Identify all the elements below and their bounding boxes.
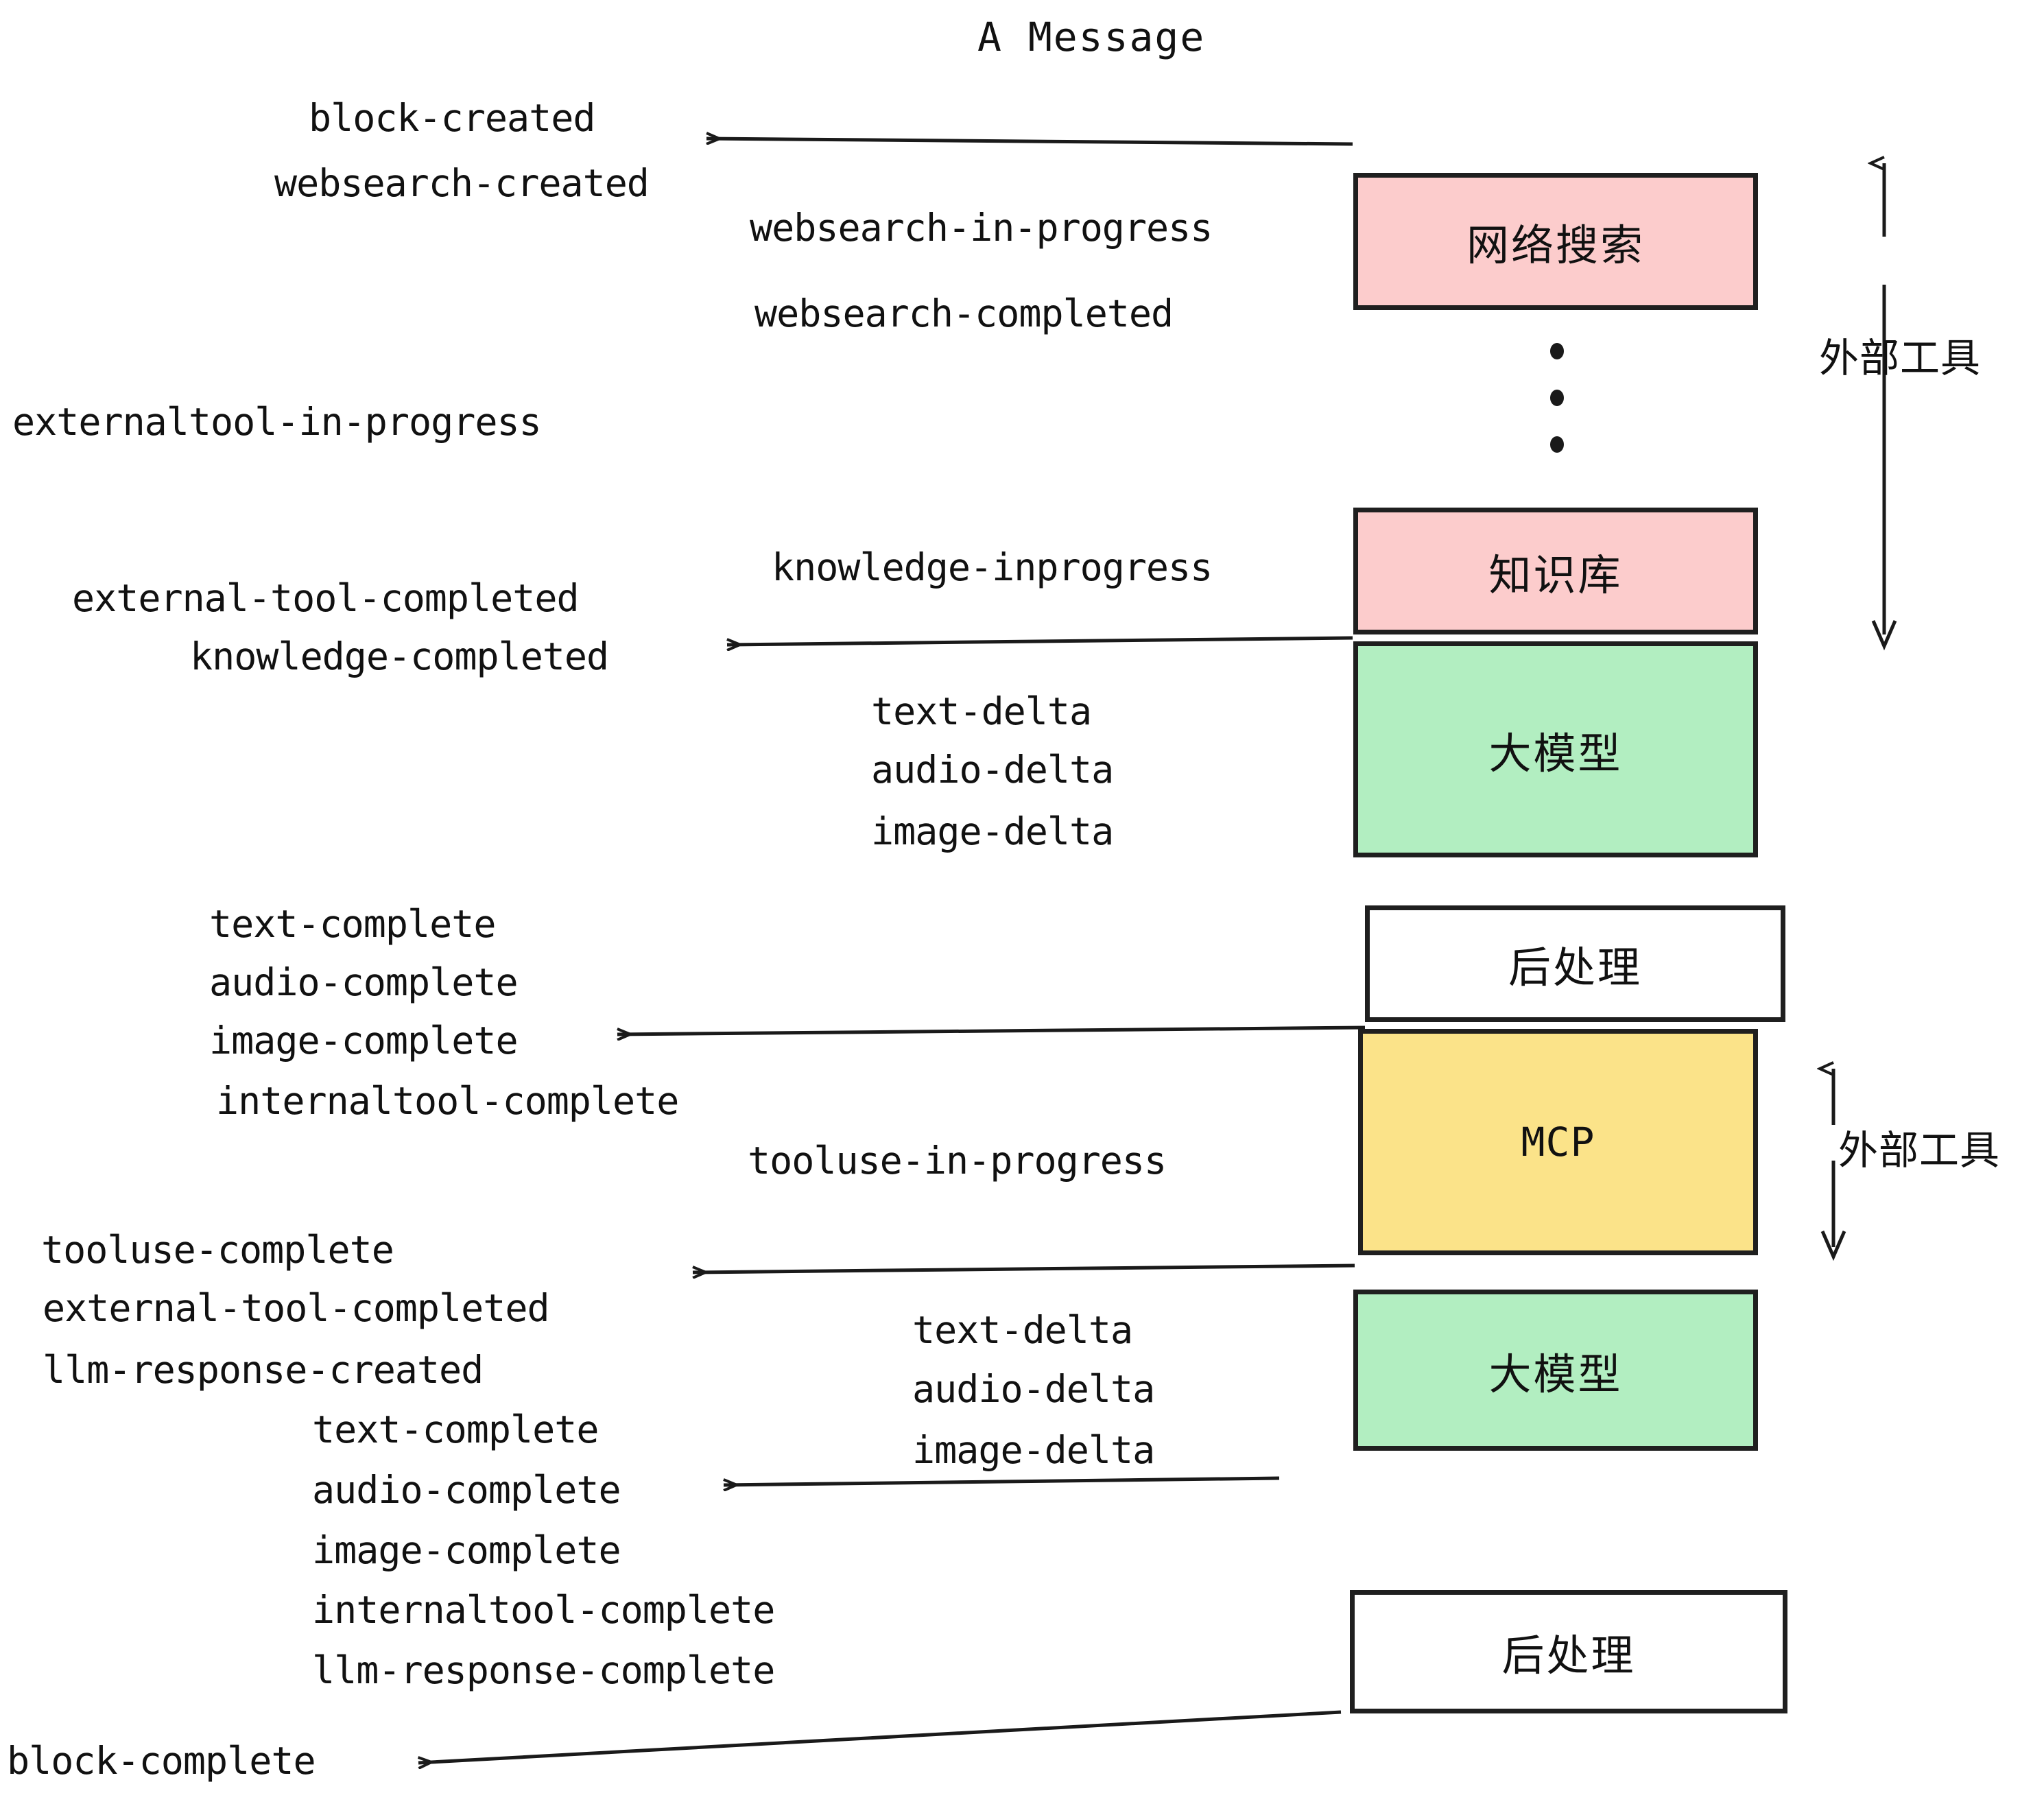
event-llm-response-created: llm-response-created: [43, 1348, 484, 1392]
event-internaltool-complete-2: internaltool-complete: [312, 1588, 775, 1632]
event-audio-complete-2: audio-complete: [312, 1468, 621, 1512]
dot-2: [1550, 390, 1564, 406]
arrowhead-external-tools-top-down: [1871, 620, 1897, 651]
event-audio-delta-1: audio-delta: [871, 748, 1114, 792]
event-text-delta-1: text-delta: [871, 689, 1092, 733]
event-image-complete-1: image-complete: [209, 1019, 519, 1063]
event-tooluse-in-progress: tooluse-in-progress: [748, 1139, 1167, 1183]
dot-1: [1550, 343, 1564, 359]
box-mcp[interactable]: MCP: [1358, 1029, 1758, 1255]
ellipsis-dots: [1549, 343, 1565, 453]
event-external-tool-completed-1: external-tool-completed: [72, 576, 580, 620]
box-llm-top-label: 大模型: [1488, 728, 1623, 779]
arrow-llm-to-audio-complete: [724, 1476, 1280, 1485]
page-title: A Message: [977, 14, 1206, 60]
arrow-postprocess-to-image-complete: [617, 1025, 1366, 1034]
box-websearch-label: 网络搜索: [1466, 220, 1645, 270]
event-websearch-in-progress: websearch-in-progress: [750, 206, 1213, 250]
box-knowledge-label: 知识库: [1488, 549, 1623, 600]
event-audio-delta-2: audio-delta: [912, 1367, 1155, 1411]
event-image-delta-1: image-delta: [871, 809, 1114, 853]
event-external-tool-completed-2: external-tool-completed: [43, 1286, 550, 1330]
box-postprocess-top[interactable]: 后处理: [1365, 905, 1785, 1022]
event-block-complete: block-complete: [7, 1739, 316, 1783]
arrow-knowledge-to-completed: [727, 636, 1353, 645]
box-llm-bottom[interactable]: 大模型: [1353, 1290, 1758, 1451]
event-knowledge-completed: knowledge-completed: [190, 634, 609, 678]
event-knowledge-inprogress: knowledge-inprogress: [772, 545, 1213, 589]
box-knowledge[interactable]: 知识库: [1353, 508, 1758, 634]
event-image-complete-2: image-complete: [312, 1528, 621, 1572]
dot-3: [1550, 436, 1564, 453]
event-block-created: block-created: [309, 96, 595, 140]
arrowhead-external-tools-bottom-down: [1820, 1231, 1846, 1261]
box-llm-bottom-label: 大模型: [1488, 1349, 1623, 1399]
event-text-delta-2: text-delta: [912, 1308, 1133, 1352]
event-websearch-created: websearch-created: [274, 161, 650, 205]
arrow-mcp-to-tooluse-complete: [693, 1263, 1355, 1272]
label-external-tools-top: 外部工具: [1819, 335, 1982, 381]
box-postprocess-bottom[interactable]: 后处理: [1350, 1590, 1787, 1713]
box-websearch[interactable]: 网络搜索: [1353, 173, 1758, 310]
event-audio-complete-1: audio-complete: [209, 960, 519, 1004]
event-text-complete-2: text-complete: [312, 1408, 599, 1451]
arrow-postprocess-to-block-complete: [418, 1710, 1342, 1763]
box-mcp-label: MCP: [1521, 1119, 1595, 1165]
event-tooluse-complete: tooluse-complete: [41, 1228, 394, 1272]
event-text-complete-1: text-complete: [209, 902, 496, 946]
event-llm-response-complete: llm-response-complete: [312, 1648, 775, 1692]
event-websearch-completed: websearch-completed: [754, 292, 1174, 335]
event-image-delta-2: image-delta: [912, 1428, 1155, 1472]
event-internaltool-complete-1: internaltool-complete: [216, 1079, 679, 1123]
arrow-websearch-to-created: [706, 139, 1353, 146]
label-external-tools-bottom: 外部工具: [1838, 1127, 2001, 1174]
event-externaltool-in-progress: externaltool-in-progress: [12, 400, 542, 444]
box-postprocess-bottom-label: 后处理: [1501, 1630, 1636, 1681]
box-postprocess-top-label: 后处理: [1508, 942, 1642, 993]
box-llm-top[interactable]: 大模型: [1353, 641, 1758, 857]
